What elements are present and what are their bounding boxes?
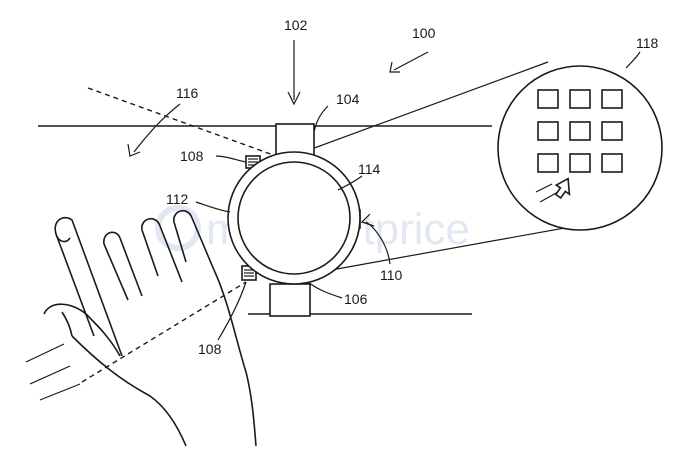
label-100: 100	[412, 25, 436, 41]
hand-drawing	[25, 210, 257, 447]
label-104: 104	[336, 91, 360, 107]
palm-outline	[213, 269, 257, 447]
motion-line-3	[39, 383, 81, 401]
little-finger	[173, 210, 215, 271]
leader-100-arrow	[389, 61, 400, 73]
app-icon	[601, 89, 623, 109]
leader-116-arrow	[127, 143, 141, 157]
label-108-top: 108	[180, 148, 204, 164]
thumb-tip	[61, 311, 73, 337]
leader-114	[337, 175, 363, 191]
leader-104	[313, 105, 329, 133]
leader-106	[307, 281, 343, 299]
index-finger	[54, 216, 123, 357]
app-icon	[537, 89, 559, 109]
label-116: 116	[176, 85, 199, 101]
app-icon	[537, 121, 559, 141]
label-102: 102	[284, 17, 308, 33]
label-112: 112	[166, 191, 189, 207]
leader-100	[393, 51, 429, 71]
magnified-display-circle	[497, 65, 663, 231]
leader-118	[625, 51, 641, 69]
cursor-arrow-icon	[554, 177, 571, 200]
watch-display	[237, 161, 351, 275]
leader-108b	[217, 281, 247, 341]
gesture-path-upper	[87, 87, 277, 157]
watch-band-bottom	[269, 283, 311, 317]
ring-finger-front	[141, 229, 159, 277]
little-finger-front	[173, 221, 187, 263]
projection-line-lower	[319, 221, 599, 273]
label-108-bottom: 108	[198, 341, 222, 357]
magnified-display-view	[497, 65, 663, 231]
label-110: 110	[380, 267, 403, 283]
app-icon	[537, 153, 559, 173]
leader-112	[195, 201, 231, 213]
leader-110-arrow	[360, 213, 375, 227]
motion-line-2	[29, 365, 71, 385]
index-finger-underside	[55, 233, 95, 337]
middle-finger-front	[103, 243, 129, 301]
thumb	[43, 303, 121, 357]
watch-case	[227, 151, 361, 285]
label-118: 118	[636, 35, 659, 51]
cursor-motion-line-2	[539, 191, 559, 203]
hand-back-outline	[71, 335, 187, 447]
leader-108a	[215, 155, 247, 163]
middle-finger	[103, 231, 143, 297]
app-icon	[601, 121, 623, 141]
app-icon	[569, 153, 591, 173]
app-icon	[569, 89, 591, 109]
cursor-motion-line-1	[535, 183, 553, 193]
leader-102-arrow	[287, 91, 301, 106]
app-icon	[569, 121, 591, 141]
leader-116	[133, 103, 181, 153]
motion-line-1	[25, 343, 65, 363]
label-106: 106	[344, 291, 368, 307]
app-icon	[601, 153, 623, 173]
label-114: 114	[358, 161, 381, 177]
ring-finger	[141, 218, 183, 283]
